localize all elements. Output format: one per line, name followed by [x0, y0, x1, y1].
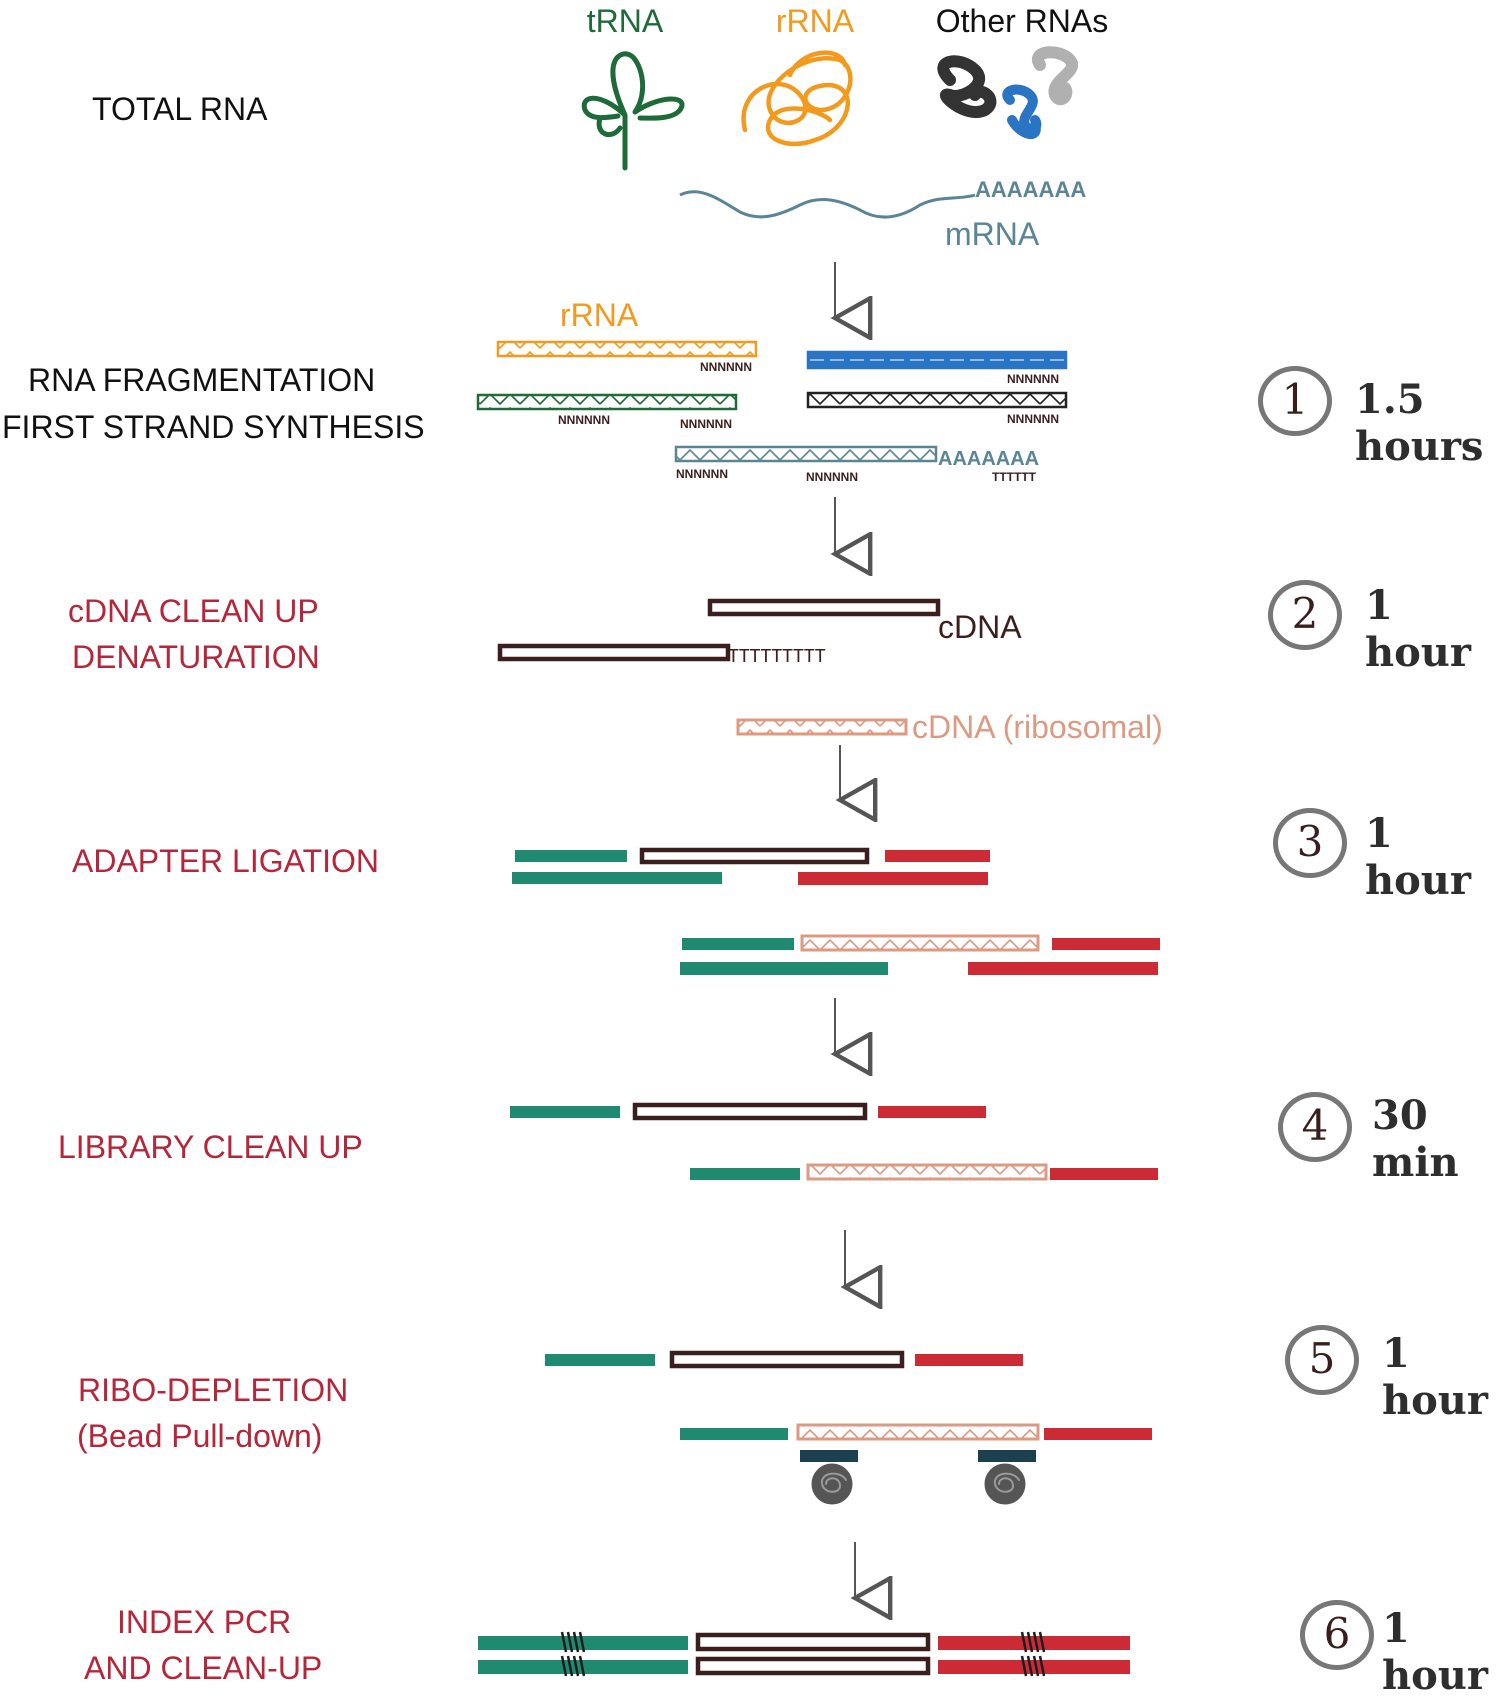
primer-label: NNNNNN [806, 470, 858, 484]
mrna-polya-label: AAAAAAA [975, 177, 1086, 202]
first-strand-label: FIRST STRAND SYNTHESIS [2, 409, 425, 445]
retained-cdna-library [545, 1350, 1023, 1369]
primer-label: NNNNNN [700, 360, 752, 374]
final-library [478, 1631, 1130, 1677]
and-cleanup-label: AND CLEAN-UP [84, 1650, 323, 1686]
ligated-cdna-library [512, 847, 990, 885]
step-number-4: 4 [1278, 1092, 1352, 1162]
cdna-strand [497, 643, 731, 662]
rrna-fragment-label: rRNA [560, 297, 639, 333]
step-number-6: 6 [1300, 1600, 1374, 1670]
step-duration-1: 1.5 hours [1355, 376, 1484, 470]
trna-icon [581, 51, 685, 171]
other-rnas-icon [937, 46, 1078, 139]
fragmentation-label: RNA FRAGMENTATION [28, 362, 376, 398]
bead-icon [811, 1463, 1026, 1505]
cdna-ribosomal-label: cDNA (ribosomal) [912, 709, 1163, 745]
step-number-1: 1 [1258, 366, 1332, 436]
denaturation-label: DENATURATION [72, 639, 320, 675]
primer-label: NNNNNN [680, 417, 732, 431]
cleaned-cdna-library [510, 1102, 986, 1121]
cdna-label: cDNA [938, 609, 1022, 645]
adapter-ligation-label: ADAPTER LIGATION [72, 843, 380, 879]
depleted-ribosomal-library [680, 1423, 1152, 1441]
cdna-cleanup-label: cDNA CLEAN UP [68, 593, 319, 629]
cdna-ribosomal-strand [736, 718, 908, 736]
cdna-strand [707, 598, 941, 617]
mrna-icon: AAAAAAA mRNA [679, 177, 1086, 252]
other-rnas-label: Other RNAs [936, 3, 1108, 39]
primer-label: NNNNNN [558, 413, 610, 427]
mrna-label: mRNA [945, 216, 1040, 252]
total-rna-label: TOTAL RNA [92, 91, 268, 127]
step-duration-4: 30 min [1372, 1092, 1459, 1186]
bead-pulldown-label: (Bead Pull-down) [77, 1418, 323, 1454]
rrna-icon [741, 50, 853, 147]
index-pcr-label: INDEX PCR [117, 1604, 292, 1640]
step-duration-2: 1 hour [1365, 582, 1471, 676]
ligated-ribosomal-library [680, 934, 1160, 975]
probe [800, 1450, 1036, 1462]
oligo-dt-tail: TTTTTTTTT [728, 646, 826, 667]
step-duration-3: 1 hour [1365, 810, 1471, 904]
other-rna-fragment-strand [806, 391, 1068, 409]
ribo-depletion-label: RIBO-DEPLETION [78, 1372, 349, 1408]
oligo-dt-label: TTTTTT [992, 470, 1037, 484]
primer-label: NNNNNN [1007, 412, 1059, 426]
mrna-fragment-polya: AAAAAAA [938, 448, 1039, 470]
rrna-label: rRNA [776, 3, 855, 39]
cleaned-ribosomal-library [690, 1163, 1158, 1181]
step-duration-6: 1 hour [1382, 1605, 1488, 1699]
library-cleanup-label: LIBRARY CLEAN UP [58, 1129, 363, 1165]
step-number-5: 5 [1285, 1325, 1359, 1395]
step-number-2: 2 [1268, 580, 1342, 650]
rrna-fragment-strand [496, 340, 758, 358]
blue-rna-fragment-strand [806, 350, 1068, 370]
primer-label: NNNNNN [1007, 372, 1059, 386]
trna-label: tRNA [587, 3, 664, 39]
step-number-3: 3 [1273, 808, 1347, 878]
trna-fragment-strand [476, 393, 738, 411]
step-duration-5: 1 hour [1382, 1330, 1488, 1424]
primer-label: NNNNNN [676, 467, 728, 481]
mrna-fragment-strand [674, 445, 938, 463]
